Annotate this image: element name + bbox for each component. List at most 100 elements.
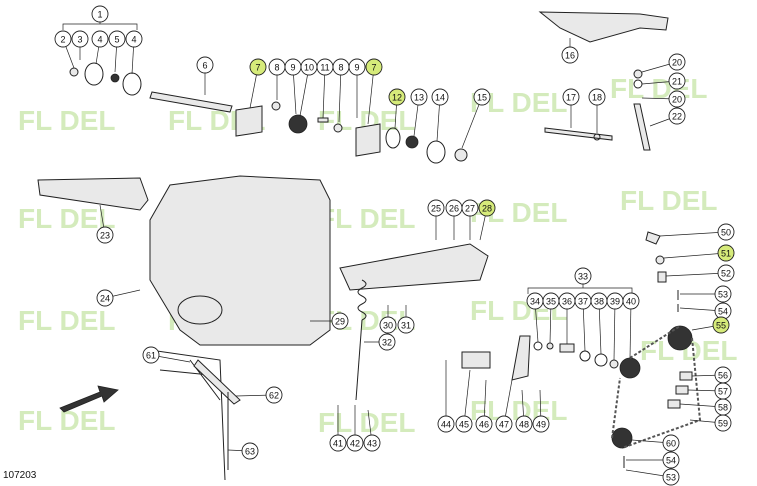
callout-31: 31 xyxy=(397,316,415,334)
callout-circle xyxy=(365,58,383,76)
link-part xyxy=(679,371,693,381)
callout-number: 10 xyxy=(304,63,314,73)
callout-55: 55 xyxy=(712,316,730,334)
callout-number: 62 xyxy=(269,391,279,401)
callout-number: 41 xyxy=(333,439,343,449)
callout-circle xyxy=(561,46,579,64)
callout-circle xyxy=(331,312,349,330)
sprocket-part xyxy=(667,325,693,351)
callout-circle xyxy=(96,226,114,244)
frame-part xyxy=(149,349,226,481)
callout-9: 9 xyxy=(284,58,302,76)
callout-28: 28 xyxy=(478,199,496,217)
callout-circle xyxy=(108,30,126,48)
callout-circle xyxy=(714,285,732,303)
callout-circle xyxy=(196,56,214,74)
callout-number: 16 xyxy=(565,51,575,61)
callout-number: 1 xyxy=(97,10,102,20)
callout-circle xyxy=(346,434,364,452)
callout-10: 10 xyxy=(300,58,318,76)
callout-number: 30 xyxy=(383,321,393,331)
callout-number: 43 xyxy=(367,439,377,449)
callout-8: 8 xyxy=(332,58,350,76)
callout-number: 8 xyxy=(338,63,343,73)
chain-part xyxy=(611,325,702,449)
callout-number: 20 xyxy=(672,95,682,105)
callout-circle xyxy=(714,414,732,432)
callout-20: 20 xyxy=(668,90,686,108)
callout-number: 15 xyxy=(477,93,487,103)
bolt-part xyxy=(544,127,613,141)
callout-number: 52 xyxy=(721,269,731,279)
callout-62: 62 xyxy=(265,386,283,404)
nut-part xyxy=(655,255,665,265)
callout-4: 4 xyxy=(91,30,109,48)
callout-circle xyxy=(478,199,496,217)
arm-part xyxy=(511,335,531,381)
callout-44: 44 xyxy=(437,415,455,433)
callout-63: 63 xyxy=(241,442,259,460)
leader-line xyxy=(338,66,342,123)
callout-2: 2 xyxy=(54,30,72,48)
link-part xyxy=(675,385,689,395)
watermark: FL DEL xyxy=(610,73,707,104)
washer-part xyxy=(609,359,619,369)
callout-5: 5 xyxy=(108,30,126,48)
callout-number: 39 xyxy=(610,297,620,307)
callout-25: 25 xyxy=(427,199,445,217)
callout-52: 52 xyxy=(717,264,735,282)
plate-part xyxy=(355,123,381,157)
callout-3: 3 xyxy=(71,30,89,48)
hood-part xyxy=(538,11,669,43)
callout-number: 12 xyxy=(392,93,402,103)
callout-number: 32 xyxy=(382,338,392,348)
nut-part xyxy=(633,69,643,79)
callout-57: 57 xyxy=(714,382,732,400)
callout-circle xyxy=(515,415,533,433)
callout-circle xyxy=(96,289,114,307)
callout-41: 41 xyxy=(329,434,347,452)
callout-circle xyxy=(668,53,686,71)
callout-16: 16 xyxy=(561,46,579,64)
bracket-part xyxy=(339,243,489,291)
plate-part xyxy=(235,105,263,137)
callout-45: 45 xyxy=(455,415,473,433)
callout-number: 45 xyxy=(459,420,469,430)
leader-line xyxy=(598,300,602,355)
callout-37: 37 xyxy=(574,292,592,310)
callout-number: 14 xyxy=(435,93,445,103)
callout-circle xyxy=(461,199,479,217)
callout-circle xyxy=(410,88,428,106)
callout-number: 53 xyxy=(666,473,676,483)
callout-14: 14 xyxy=(431,88,449,106)
callout-4: 4 xyxy=(125,30,143,48)
leader-line xyxy=(663,252,727,259)
callout-54: 54 xyxy=(662,451,680,469)
washer-part xyxy=(533,341,543,351)
callout-number: 35 xyxy=(546,297,556,307)
callout-circle xyxy=(717,264,735,282)
callout-number: 63 xyxy=(245,447,255,457)
callout-circle xyxy=(363,434,381,452)
callout-18: 18 xyxy=(588,88,606,106)
callout-58: 58 xyxy=(714,398,732,416)
washer-part xyxy=(84,62,104,86)
callout-circle xyxy=(532,415,550,433)
callout-38: 38 xyxy=(590,292,608,310)
callout-number: 28 xyxy=(482,204,492,214)
leader-line xyxy=(461,96,483,149)
callout-42: 42 xyxy=(346,434,364,452)
callout-number: 3 xyxy=(77,35,82,45)
callout-circle xyxy=(668,72,686,90)
callout-circle xyxy=(455,415,473,433)
callout-number: 38 xyxy=(594,297,604,307)
callout-circle xyxy=(388,88,406,106)
pin-part xyxy=(317,117,329,123)
callout-number: 25 xyxy=(431,204,441,214)
callout-number: 59 xyxy=(718,419,728,429)
callout-number: 17 xyxy=(566,93,576,103)
callout-number: 50 xyxy=(721,228,731,238)
callout-circle xyxy=(397,316,415,334)
